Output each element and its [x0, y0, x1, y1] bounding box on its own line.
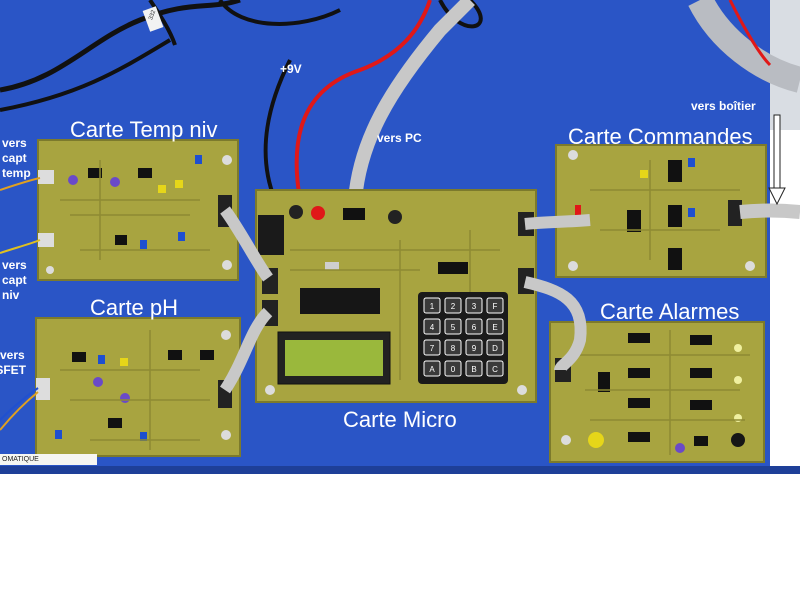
label-carte-commandes: Carte Commandes: [568, 124, 753, 149]
label-line: ISFET: [0, 363, 27, 377]
keypad-key: A: [423, 360, 441, 377]
keypad-key-label: A: [429, 365, 435, 374]
keypad-key: C: [486, 360, 504, 377]
keypad-key: D: [486, 339, 504, 356]
label-carte-ph: Carte pH: [90, 295, 179, 320]
keypad-key-label: 5: [451, 323, 456, 332]
keypad-key-label: 3: [472, 302, 477, 311]
pcb-commandes: [555, 144, 767, 278]
keypad-key: 1: [423, 297, 441, 314]
label-carte-micro: Carte Micro: [343, 407, 457, 432]
label-vers-isfet: vers ISFET: [0, 348, 26, 378]
pcb-temp-niv: [37, 139, 239, 281]
keypad-key: 6: [465, 318, 483, 335]
keypad-key: 4: [423, 318, 441, 335]
keypad-key-label: 2: [451, 302, 456, 311]
label-line: vers: [2, 136, 27, 150]
keypad-key-label: 4: [430, 323, 435, 332]
label-vers-capt-niv: vers capt niv: [2, 258, 27, 303]
label-line: vers: [2, 258, 27, 272]
cable-tag: [142, 6, 164, 32]
keypad-key-label: D: [492, 344, 498, 353]
keypad-key-label: 1: [430, 302, 435, 311]
label-vers-boitier: vers boîtier: [691, 99, 756, 113]
keypad-key: 5: [444, 318, 462, 335]
pcb-ph: [35, 317, 241, 457]
keypad-key: E: [486, 318, 504, 335]
board-tag: OMATIQUE D'AQUARIOPHILIE: [0, 454, 97, 465]
keypad-key-label: 6: [472, 323, 477, 332]
keypad-key-label: C: [492, 365, 498, 374]
label-line: niv: [2, 288, 20, 302]
keypad-key: 9: [465, 339, 483, 356]
keypad-key-label: B: [471, 365, 476, 374]
keypad-key: 0: [444, 360, 462, 377]
label-vers-pc: vers PC: [377, 131, 422, 145]
keypad-key: 2: [444, 297, 462, 314]
pcb-alarmes: [549, 321, 765, 463]
keypad-key-label: 9: [472, 344, 477, 353]
label-plus-9v: +9V: [280, 62, 302, 76]
keypad-key: 3: [465, 297, 483, 314]
label-carte-alarmes: Carte Alarmes: [600, 299, 740, 324]
label-line: capt: [2, 273, 27, 287]
keypad-key-label: 0: [451, 365, 456, 374]
keypad-key-label: 8: [451, 344, 456, 353]
keypad-key-label: E: [492, 323, 497, 332]
label-line: vers: [0, 348, 25, 362]
keypad-key: 8: [444, 339, 462, 356]
label-vers-capt-temp: vers capt temp: [2, 136, 31, 181]
keypad-key: B: [465, 360, 483, 377]
label-carte-temp-niv: Carte Temp niv: [70, 117, 218, 142]
keypad-key: F: [486, 297, 504, 314]
keypad-key-label: F: [493, 302, 498, 311]
label-line: capt: [2, 151, 27, 165]
keypad-key: 7: [423, 339, 441, 356]
keypad: 1 2 3 F 4 5 6 E 7 8 9 D A 0 B C: [418, 292, 508, 384]
arrow-down-icon: [768, 114, 786, 206]
keypad-key-label: 7: [430, 344, 435, 353]
label-line: temp: [2, 166, 31, 180]
